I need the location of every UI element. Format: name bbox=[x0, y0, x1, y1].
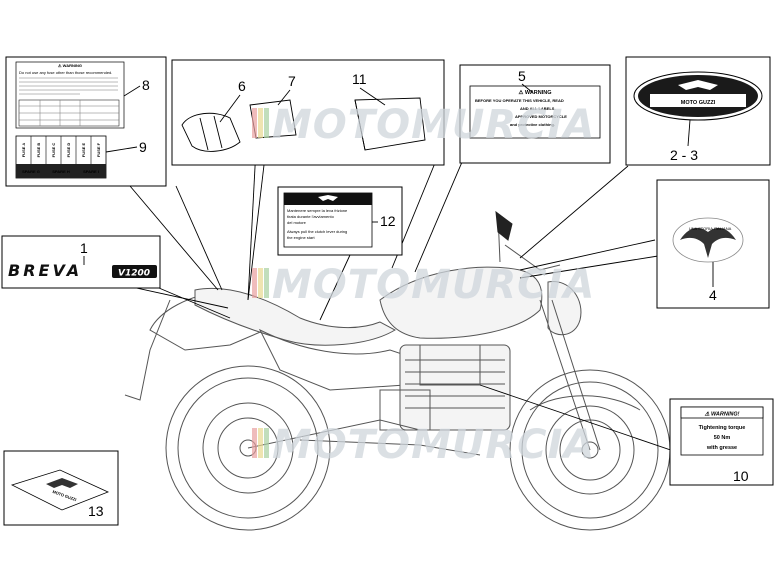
decal-12-line-3: del motore bbox=[287, 220, 307, 225]
fuse-label: FUSE B bbox=[36, 143, 41, 158]
callout-9: 9 bbox=[139, 139, 147, 155]
spare-label: SPARE G bbox=[22, 169, 40, 174]
watermark-3: MOTOMURCIA bbox=[252, 422, 595, 468]
decal-10-torque-label: ⚠ WARNING! Tightening torque 50 Nm with … bbox=[680, 406, 764, 456]
decal-8-warning-label: ⚠ WARNING Do not use any fuse other than… bbox=[15, 61, 125, 129]
breva-decal: BREVA V1200 bbox=[8, 261, 157, 280]
fuse-label: FUSE F bbox=[96, 142, 101, 157]
decal-5-header: ⚠ WARNING bbox=[518, 89, 551, 96]
watermarks: MOTOMURCIA MOTOMURCIA MOTOMURCIA bbox=[252, 102, 595, 468]
decal-12-line-1: Mantenere sempre la leva frizione bbox=[287, 208, 348, 213]
decal-5-line-1: BEFORE YOU OPERATE THIS VEHICLE, READ bbox=[475, 98, 564, 103]
watermark-text-3: MOTOMURCIA bbox=[272, 422, 595, 468]
decal-5-line-2: AND ALL LABELS. bbox=[520, 106, 556, 111]
mat-13: MOTO GUZZI bbox=[10, 469, 110, 511]
decal-12-line-4: Always pull the clutch lever during bbox=[287, 229, 347, 234]
decal-10-header: ⚠ WARNING! bbox=[705, 411, 740, 418]
watermark-text-1: MOTOMURCIA bbox=[272, 102, 595, 148]
eagle-text: UNA STORIA ITALIANA bbox=[689, 226, 732, 231]
decal-10-line-1: Tightening torque bbox=[699, 425, 746, 431]
callout-12: 12 bbox=[380, 213, 396, 229]
callout-2-3: 2 - 3 bbox=[670, 147, 698, 163]
callout-11: 11 bbox=[352, 71, 367, 87]
tool-bag-6 bbox=[181, 112, 241, 152]
decal-12-line-2: tirata durante l'avviamento bbox=[287, 214, 335, 219]
model-text: BREVA bbox=[8, 261, 82, 280]
decal-10-line-2: 50 Nm bbox=[714, 435, 731, 441]
model-suffix: V1200 bbox=[118, 269, 150, 279]
callout-7: 7 bbox=[288, 73, 296, 89]
fuse-label: FUSE D bbox=[66, 143, 71, 158]
sheet-11 bbox=[354, 97, 426, 151]
watermark-1: MOTOMURCIA bbox=[252, 102, 595, 148]
callout-4: 4 bbox=[709, 287, 717, 303]
decal-12-line-5: the engine start bbox=[287, 235, 315, 240]
decal-10-line-3: with gresse bbox=[706, 445, 737, 451]
fuse-label: FUSE C bbox=[51, 143, 56, 158]
moto-guzzi-oval-logo: MOTO GUZZI bbox=[633, 71, 763, 121]
callout-5: 5 bbox=[518, 68, 526, 84]
callout-6: 6 bbox=[238, 78, 246, 94]
decal-8-header: ⚠ WARNING bbox=[58, 63, 82, 68]
spare-label: SPARE H bbox=[52, 169, 70, 174]
logo-text: MOTO GUZZI bbox=[681, 100, 716, 106]
decal-8-note: Do not use any fuse other than those rec… bbox=[19, 70, 112, 75]
decal-9-fuse-label: FUSE A FUSE B FUSE C FUSE D FUSE E FUSE F SPA… bbox=[15, 135, 107, 179]
motorcycle-drawing bbox=[124, 210, 671, 531]
callout-8: 8 bbox=[142, 77, 150, 93]
watermark-text-2: MOTOMURCIA bbox=[272, 262, 595, 308]
fuse-label: FUSE E bbox=[81, 142, 86, 157]
decal-12-clutch-label: Mantenere sempre la leva frizione tirata… bbox=[283, 192, 373, 248]
decal-5-line-3: APPROVED MOTORCYCLE bbox=[515, 114, 567, 119]
spare-label: SPARE I bbox=[83, 169, 99, 174]
eagle-emblem: UNA STORIA ITALIANA bbox=[672, 217, 744, 263]
fuse-label: FUSE A bbox=[21, 143, 26, 158]
callout-1: 1 bbox=[80, 240, 88, 256]
callout-10: 10 bbox=[733, 468, 749, 484]
watermark-2: MOTOMURCIA bbox=[252, 262, 595, 308]
label-box-1 bbox=[1, 235, 161, 289]
decal-5-line-4: and protective clothing. bbox=[510, 122, 555, 127]
callout-13: 13 bbox=[88, 503, 104, 519]
decal-5-warning-label: ⚠ WARNING BEFORE YOU OPERATE THIS VEHICL… bbox=[469, 85, 601, 139]
